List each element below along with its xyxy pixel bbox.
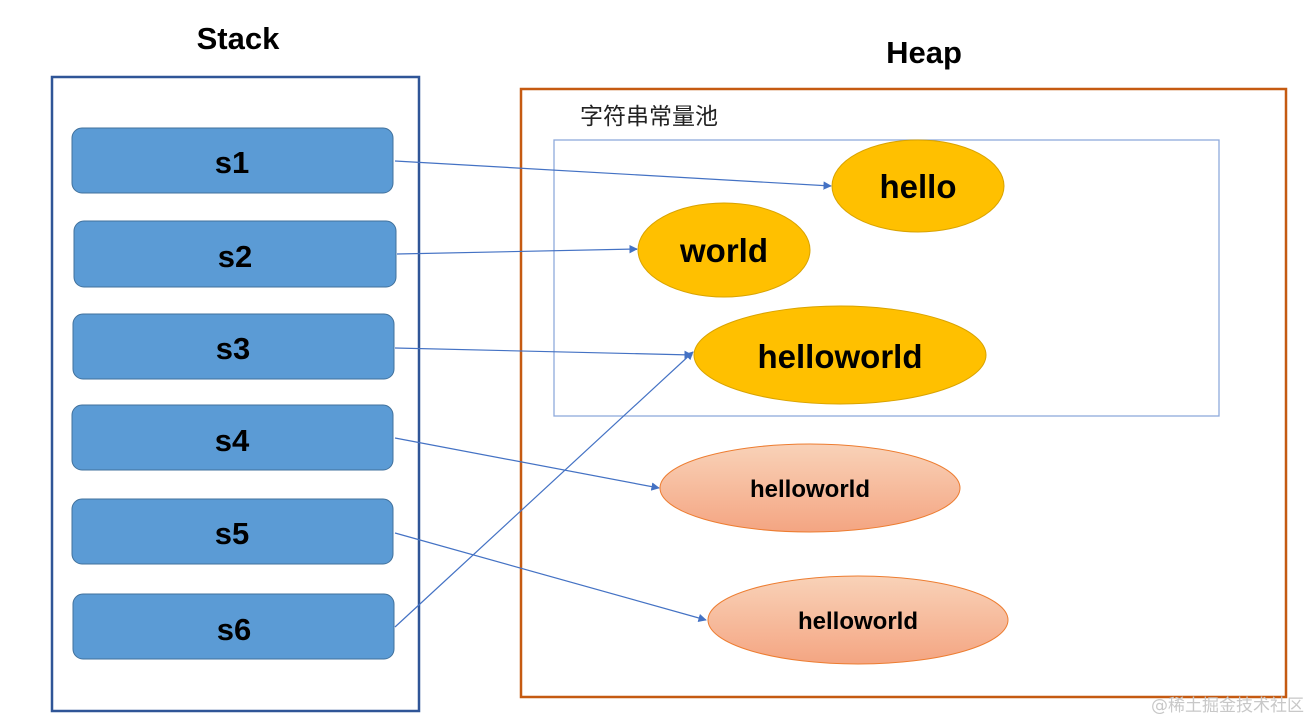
arrow-s6-to-pool-helloworld: [394, 351, 694, 628]
string-value: world: [679, 232, 768, 269]
watermark: @稀土掘金技术社区: [1151, 696, 1304, 716]
reference-arrows: [394, 160, 832, 628]
stack-variable-s4: s4: [71, 404, 394, 471]
variable-label: s4: [215, 423, 250, 458]
heap-string-object-2: helloworld: [707, 575, 1009, 665]
stack-variable-s5: s5: [71, 498, 394, 565]
variable-label: s6: [217, 612, 251, 647]
variable-label: s2: [218, 239, 252, 274]
string-constant-pool: [553, 139, 1220, 417]
arrow-s2-to-world: [396, 244, 638, 255]
variable-label: s1: [215, 145, 249, 180]
stack-variable-s2: s2: [73, 220, 397, 288]
arrow-s4-to-heap-object-1: [394, 437, 660, 491]
stack-title: Stack: [197, 21, 280, 56]
variable-label: s5: [215, 516, 249, 551]
pool-string-helloworld: helloworld: [693, 305, 987, 405]
arrow-s3-to-pool-helloworld: [394, 347, 693, 360]
string-value: hello: [879, 168, 956, 205]
string-pool-label: 字符串常量池: [580, 104, 718, 130]
string-value: helloworld: [750, 476, 870, 503]
arrow-s5-to-heap-object-2: [394, 532, 707, 623]
string-value: helloworld: [758, 338, 923, 375]
arrow-s1-to-hello: [394, 160, 832, 190]
stack-variable-s3: s3: [72, 313, 395, 380]
stack-variable-s6: s6: [72, 593, 395, 660]
heap-string-object-1: helloworld: [659, 443, 961, 533]
pool-string-hello: hello: [831, 139, 1005, 233]
pool-string-world: world: [637, 202, 811, 298]
stack-variable-s1: s1: [71, 127, 394, 194]
string-value: helloworld: [798, 608, 918, 635]
heap-title: Heap: [886, 35, 962, 70]
variable-label: s3: [216, 331, 250, 366]
